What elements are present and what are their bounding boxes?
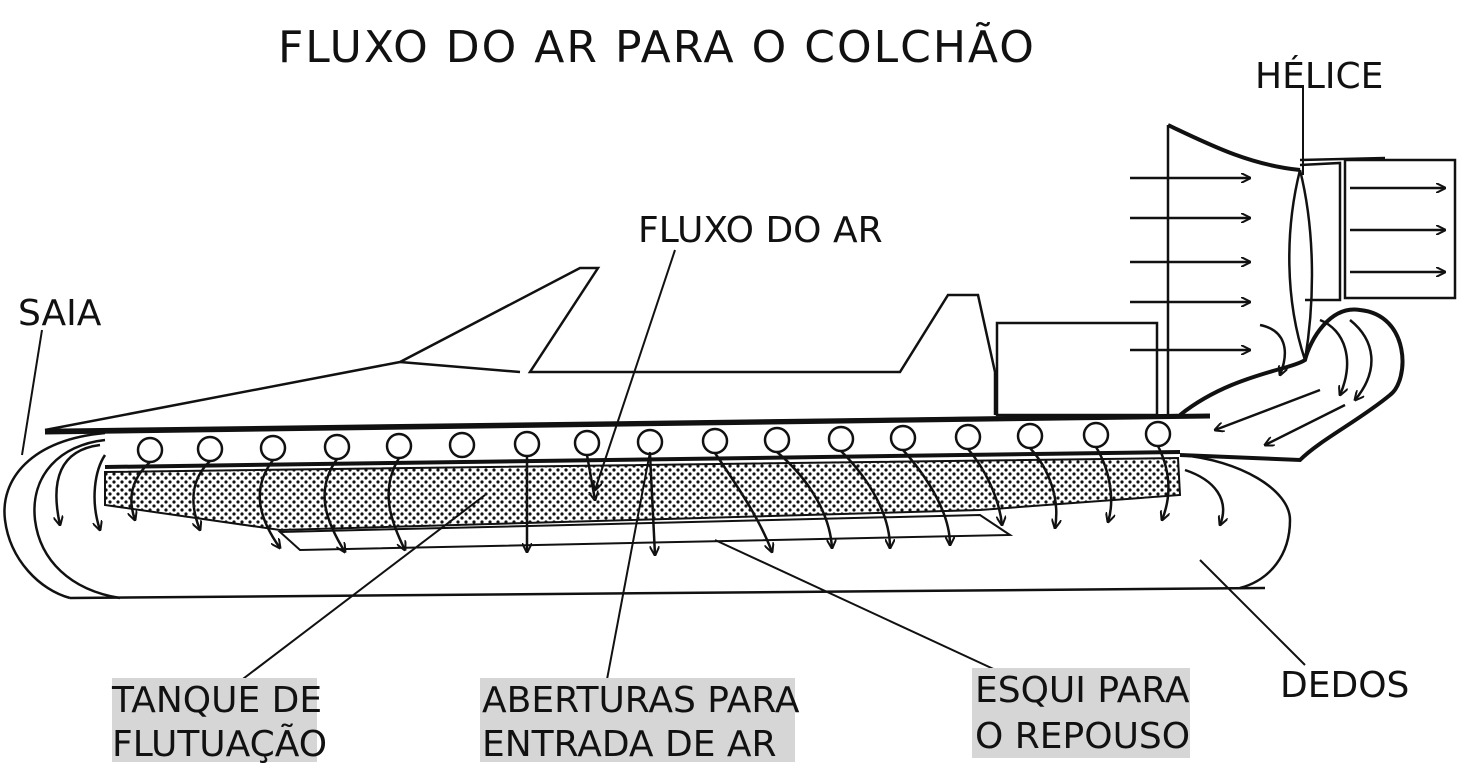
label-fluxo-ar: FLUXO DO AR (638, 210, 883, 251)
label-helice: HÉLICE (1255, 55, 1383, 97)
diagram-title: FLUXO DO AR PARA O COLCHÃO (278, 21, 1036, 73)
label-tanque-2: FLUTUAÇÃO (112, 723, 327, 765)
duct-air-arrows (1130, 178, 1445, 445)
propeller (1288, 85, 1314, 361)
leader-lines (21, 249, 1306, 691)
skirt (3, 431, 1292, 600)
label-saia: SAIA (18, 293, 102, 334)
label-esqui-1: ESQUI PARA (975, 670, 1190, 711)
label-tanque-1: TANQUE DE (111, 680, 322, 721)
fan-duct (1166, 123, 1457, 463)
tanque-label-highlight (112, 678, 317, 762)
rest-ski (277, 513, 1014, 552)
esqui-label-highlight (972, 668, 1190, 758)
label-esqui-2: O REPOUSO (975, 716, 1190, 757)
air-inlet-openings (136, 420, 1172, 464)
aberturas-label-highlight (480, 678, 795, 762)
skirt-arrows (56, 443, 1223, 530)
deck-lines (44, 413, 1211, 469)
label-aberturas-2: ENTRADA DE AR (482, 724, 777, 765)
label-dedos: DEDOS (1280, 665, 1409, 706)
label-aberturas-1: ABERTURAS PARA (482, 680, 800, 721)
